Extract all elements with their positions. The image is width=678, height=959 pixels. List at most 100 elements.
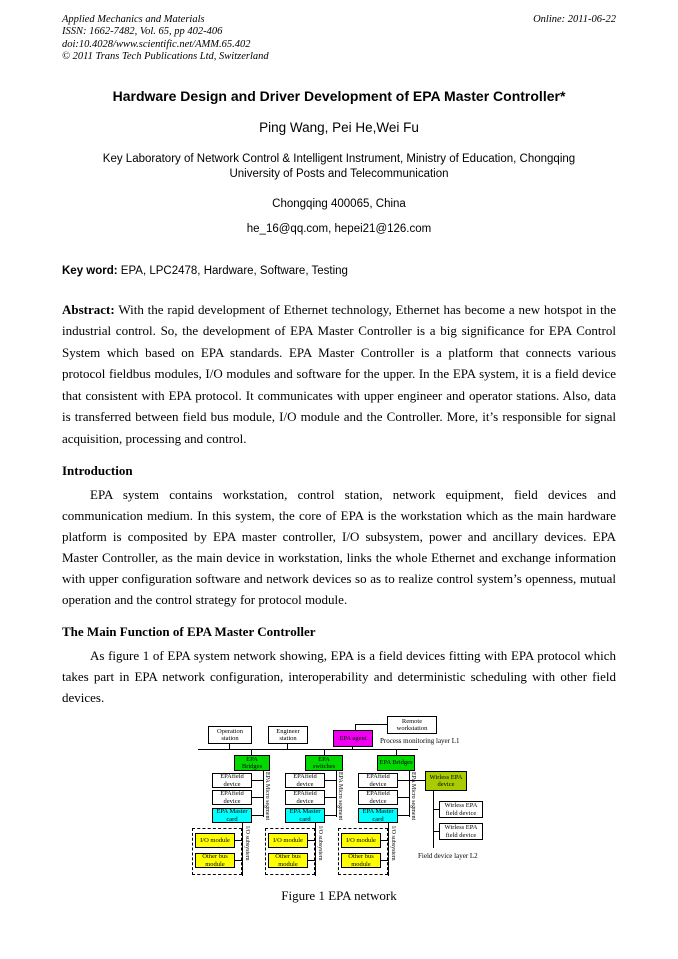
connector-line: [409, 780, 425, 782]
epa-bridges-box: EPA Bridges: [234, 755, 270, 772]
epa-field-device-box: EPAfield device: [358, 773, 398, 789]
field-device-layer-label: Field device layer L2: [418, 852, 478, 861]
wirless-epa-field-device-box: Wirless EPA field device: [439, 823, 483, 841]
epa-master-card-box: EPA Master card: [212, 808, 252, 824]
journal-doi: doi:10.4028/www.scientific.net/AMM.65.40…: [62, 38, 251, 50]
journal-header-left: Applied Mechanics and Materials ISSN: 16…: [62, 14, 269, 64]
keywords-line: Key word: EPA, LPC2478, Hardware, Softwa…: [62, 264, 616, 279]
epa-field-device-box: EPAfield device: [285, 790, 325, 806]
abstract-label: Abstract:: [62, 301, 115, 317]
epa-master-card-box: EPA Master card: [285, 808, 325, 824]
connector-line: [324, 749, 325, 756]
subsystem-line: [315, 823, 316, 877]
connector-line: [325, 780, 336, 782]
section-heading-main-function: The Main Function of EPA Master Controll…: [62, 624, 316, 640]
micro-segment-line: [263, 771, 264, 818]
paper-title: Hardware Design and Driver Development o…: [112, 87, 566, 104]
subsystem-line: [242, 823, 243, 877]
epa-field-device-box: EPAfield device: [285, 773, 325, 789]
epa-agent-box: EPA agent: [333, 730, 373, 748]
io-module-box: I/O module: [268, 833, 308, 849]
connector-line: [433, 831, 439, 833]
io-module-box: I/O module: [195, 833, 235, 849]
epa-field-device-box: EPAfield device: [212, 773, 252, 789]
main-function-paragraph: As figure 1 of EPA system network showin…: [62, 648, 616, 706]
connector-line: [325, 797, 336, 799]
engineer-station-box: Engineer station: [268, 726, 308, 745]
other-bus-module-box: Other bus module: [268, 853, 308, 869]
connector-line: [229, 744, 230, 750]
emails-line: he_16@qq.com, hepei21@126.com: [246, 222, 432, 235]
subsystem-line: [388, 823, 389, 877]
abstract-text: With the rapid development of Ethernet t…: [62, 301, 617, 446]
epa-micro-segment-label: EPA Micro segment: [410, 772, 416, 821]
connector-line: [252, 797, 263, 799]
connector-line: [355, 724, 356, 731]
affiliation-line-1: Key Laboratory of Network Control & Inte…: [102, 152, 576, 165]
journal-issn: ISSN: 1662-7482, Vol. 65, pp 402-406: [62, 26, 223, 38]
other-bus-module-box: Other bus module: [195, 853, 235, 869]
connector-line: [325, 815, 336, 817]
io-subsystem-dashed-box: [265, 828, 315, 876]
connector-line: [381, 860, 388, 862]
micro-segment-column: EPAfield device EPAfield device EPA Mast…: [338, 771, 420, 883]
connector-line: [308, 840, 315, 842]
operation-station-box: Operation station: [208, 726, 252, 745]
io-subsystem-dashed-box: [338, 828, 388, 876]
affiliation: Key Laboratory of Network Control & Inte…: [62, 152, 616, 183]
remote-workstation-box: Remote workstation: [387, 716, 437, 735]
micro-segment-line: [336, 771, 337, 818]
connector-line: [235, 840, 242, 842]
io-subsystem-label: I/O subsystem: [390, 826, 396, 861]
micro-segment-column: EPAfield device EPAfield device EPA Mast…: [265, 771, 347, 883]
connector-line: [308, 860, 315, 862]
connector-line: [381, 840, 388, 842]
micro-segment-column: EPAfield device EPAfield device EPA Mast…: [192, 771, 274, 883]
figure-epa-network-diagram: Remote workstation Operation station Eng…: [190, 716, 490, 884]
introduction-paragraph: EPA system contains workstation, control…: [62, 487, 616, 608]
connector-line: [398, 797, 409, 799]
wireless-segment-line: [433, 791, 434, 849]
keywords-value: EPA, LPC2478, Hardware, Software, Testin…: [120, 264, 348, 277]
online-date: Online: 2011-06-22: [533, 14, 616, 25]
epa-micro-segment-label: EPA Micro segment: [264, 772, 270, 821]
connector-line: [352, 747, 353, 750]
connector-line: [433, 809, 439, 811]
wirless-epa-device-box: Wirless EPA device: [425, 771, 467, 792]
section-heading-introduction: Introduction: [62, 463, 133, 479]
wirless-epa-field-device-box: Wirless EPA field device: [439, 801, 483, 819]
connector-line: [396, 749, 397, 756]
connector-line: [398, 780, 409, 782]
io-subsystem-dashed-box: [192, 828, 242, 876]
other-bus-module-box: Other bus module: [341, 853, 381, 869]
address-line: Chongqing 400065, China: [272, 197, 406, 210]
ethernet-bus-line: [198, 749, 418, 751]
affiliation-line-2: University of Posts and Telecommunicatio…: [229, 168, 449, 181]
epa-master-card-box: EPA Master card: [358, 808, 398, 824]
epa-micro-segment-label: EPA Micro segment: [337, 772, 343, 821]
epa-switches-box: EPA switches: [305, 755, 343, 772]
journal-copyright: © 2011 Trans Tech Publications Ltd, Swit…: [62, 51, 269, 63]
page-content: Applied Mechanics and Materials ISSN: 16…: [62, 14, 616, 904]
io-subsystem-label: I/O subsystem: [244, 826, 250, 861]
epa-field-device-box: EPAfield device: [212, 790, 252, 806]
connector-line: [252, 815, 263, 817]
journal-name: Applied Mechanics and Materials: [62, 14, 205, 25]
authors-line: Ping Wang, Pei He,Wei Fu: [259, 119, 419, 135]
connector-line: [235, 860, 242, 862]
connector-line: [252, 780, 263, 782]
epa-field-device-box: EPAfield device: [358, 790, 398, 806]
io-module-box: I/O module: [341, 833, 381, 849]
connector-line: [355, 724, 387, 726]
abstract-paragraph: Abstract: With the rapid development of …: [62, 299, 616, 450]
io-subsystem-label: I/O subsystem: [317, 826, 323, 861]
process-monitoring-layer-label: Process monitoring layer L1: [380, 737, 460, 746]
connector-line: [398, 815, 409, 817]
connector-line: [251, 749, 252, 756]
keywords-label: Key word:: [62, 264, 118, 277]
epa-bridges-box: EPA Bridges: [377, 755, 415, 772]
journal-header: Applied Mechanics and Materials ISSN: 16…: [62, 14, 616, 64]
connector-line: [287, 744, 288, 750]
figure-caption: Figure 1 EPA network: [281, 888, 397, 904]
